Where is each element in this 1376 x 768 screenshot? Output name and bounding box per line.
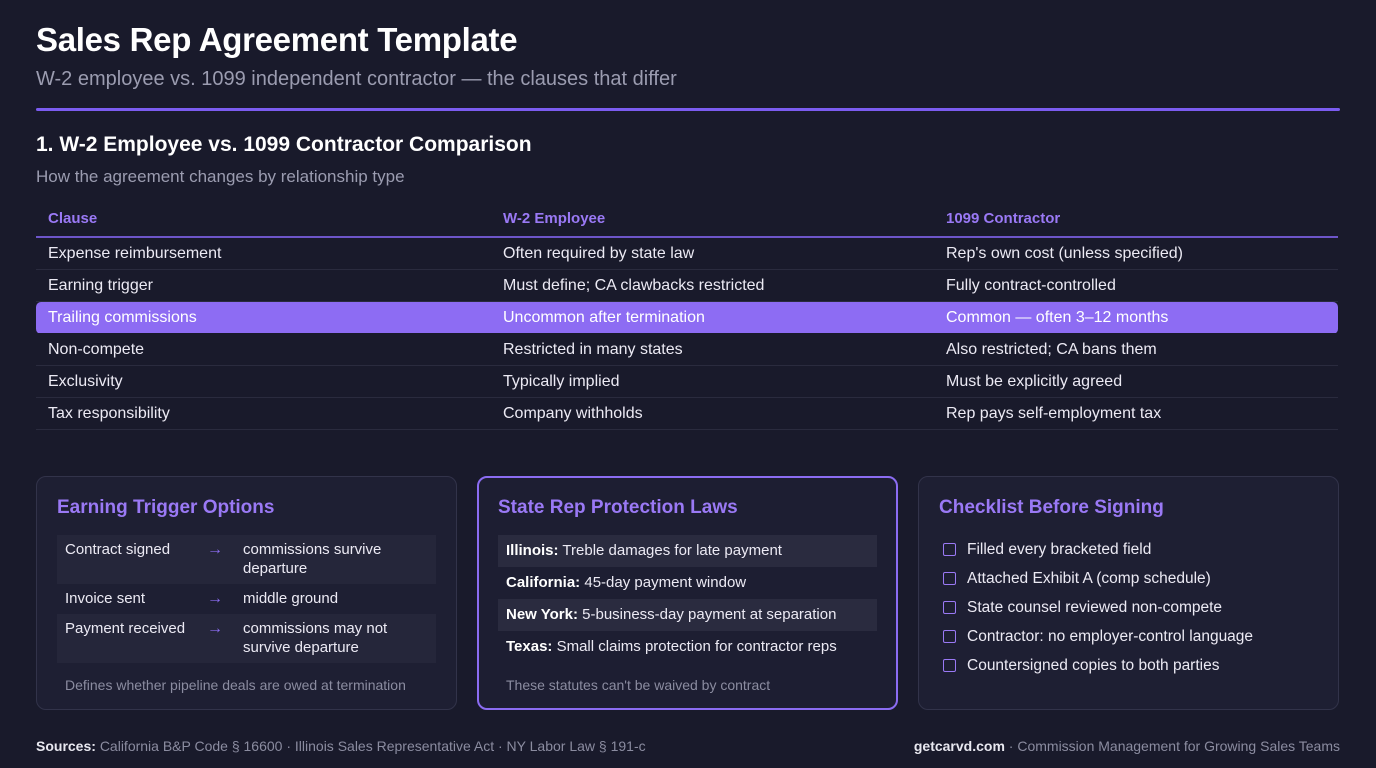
cell-w2: Company withholds (491, 397, 934, 430)
arrow-right-icon: → (207, 541, 223, 558)
table-header: Clause W-2 Employee 1099 Contractor (36, 210, 1338, 238)
law-state: Texas: (506, 638, 553, 655)
checkbox-icon[interactable] (943, 630, 956, 643)
checklist-item[interactable]: Contractor: no employer-control language (939, 622, 1318, 651)
law-state: California: (506, 574, 581, 591)
arrow-right-icon: → (207, 590, 223, 607)
cell-1099: Must be explicitly agreed (934, 365, 1338, 398)
law-state: New York: (506, 606, 578, 623)
footer-brand-block: getcarvd.com · Commission Management for… (914, 736, 1340, 756)
trigger-row: Payment received → commissions may not s… (57, 614, 436, 663)
cell-1099: Also restricted; CA bans them (934, 333, 1338, 366)
checkbox-icon[interactable] (943, 543, 956, 556)
page-subtitle: W-2 employee vs. 1099 independent contra… (36, 68, 677, 90)
card-note: Defines whether pipeline deals are owed … (65, 677, 406, 693)
law-detail: Small claims protection for contractor r… (556, 638, 837, 655)
checkbox-icon[interactable] (943, 572, 956, 585)
checklist-label: Countersigned copies to both parties (967, 657, 1220, 674)
footer-tagline: · Commission Management for Growing Sale… (1008, 738, 1340, 754)
column-header-clause: Clause (36, 210, 491, 238)
table-body: Expense reimbursement Often required by … (36, 237, 1338, 430)
card-state-rep-protection-laws: State Rep Protection Laws Illinois: Treb… (477, 476, 898, 710)
table-row: Tax responsibility Company withholds Rep… (36, 397, 1338, 430)
card-earning-trigger-options: Earning Trigger Options Contract signed … (36, 476, 457, 710)
card-note: These statutes can't be waived by contra… (506, 677, 771, 693)
checklist-label: State counsel reviewed non-compete (967, 599, 1223, 616)
law-row: Illinois: Treble damages for late paymen… (498, 535, 877, 567)
checklist-item[interactable]: Countersigned copies to both parties (939, 651, 1318, 680)
checklist-label: Contractor: no employer-control language (967, 628, 1254, 645)
page-footer: Sources: California B&P Code § 16600 · I… (36, 736, 1340, 756)
cell-1099: Fully contract-controlled (934, 269, 1338, 302)
trigger-left: Contract signed (65, 541, 171, 558)
law-row: California: 45-day payment window (498, 567, 877, 599)
table-row: Expense reimbursement Often required by … (36, 237, 1338, 270)
trigger-left: Invoice sent (65, 590, 146, 607)
cell-clause: Exclusivity (36, 365, 491, 398)
trigger-right: middle ground (243, 590, 339, 607)
trigger-row: Invoice sent → middle ground (57, 584, 436, 614)
cell-clause: Trailing commissions (36, 301, 491, 334)
cell-w2: Often required by state law (491, 237, 934, 270)
law-row: New York: 5-business-day payment at sepa… (498, 599, 877, 631)
card-title: Earning Trigger Options (57, 497, 275, 518)
section-subtitle: How the agreement changes by relationshi… (36, 167, 405, 186)
arrow-right-icon: → (207, 620, 223, 637)
table-header-row: Clause W-2 Employee 1099 Contractor (36, 210, 1338, 238)
footer-brand[interactable]: getcarvd.com (913, 738, 1005, 754)
table-row: Earning trigger Must define; CA clawback… (36, 269, 1338, 302)
cell-clause: Expense reimbursement (36, 237, 491, 270)
cell-w2: Typically implied (491, 365, 934, 398)
cell-1099: Common — often 3–12 months (934, 301, 1338, 334)
law-detail: 45-day payment window (584, 574, 747, 591)
cell-clause: Non-compete (36, 333, 491, 366)
column-header-w2-employee: W-2 Employee (491, 210, 934, 238)
section-title: 1. W-2 Employee vs. 1099 Contractor Comp… (36, 133, 532, 156)
law-row: Texas: Small claims protection for contr… (498, 631, 877, 663)
checklist-label: Filled every bracketed field (967, 541, 1152, 558)
cell-1099: Rep pays self-employment tax (934, 397, 1338, 430)
header-accent-rule (36, 108, 1340, 111)
footer-sources-text: California B&P Code § 16600 · Illinois S… (99, 738, 646, 754)
checkbox-icon[interactable] (943, 659, 956, 672)
trigger-row: Contract signed → commissions survive de… (57, 535, 436, 584)
table-row: Non-compete Restricted in many states Al… (36, 333, 1338, 366)
checklist-item[interactable]: State counsel reviewed non-compete (939, 593, 1318, 622)
cards-row: Earning Trigger Options Contract signed … (36, 476, 1340, 710)
checklist-label: Attached Exhibit A (comp schedule) (967, 570, 1211, 587)
trigger-right: commissions may not survive departure (243, 620, 388, 656)
cell-clause: Tax responsibility (36, 397, 491, 430)
cell-w2: Uncommon after termination (491, 301, 934, 334)
page-header: Sales Rep Agreement Template W-2 employe… (36, 0, 1340, 111)
card-title: Checklist Before Signing (939, 497, 1164, 518)
card-checklist-before-signing: Checklist Before Signing Filled every br… (918, 476, 1339, 710)
card-title: State Rep Protection Laws (498, 497, 738, 518)
cell-clause: Earning trigger (36, 269, 491, 302)
checklist-item[interactable]: Filled every bracketed field (939, 535, 1318, 564)
law-state: Illinois: (506, 542, 559, 559)
page-title: Sales Rep Agreement Template (36, 21, 518, 58)
cell-w2: Must define; CA clawbacks restricted (491, 269, 934, 302)
cell-1099: Rep's own cost (unless specified) (934, 237, 1338, 270)
cell-w2: Restricted in many states (491, 333, 934, 366)
law-detail: 5-business-day payment at separation (582, 606, 837, 623)
table-row: Exclusivity Typically implied Must be ex… (36, 365, 1338, 398)
comparison-section: 1. W-2 Employee vs. 1099 Contractor Comp… (36, 131, 1340, 430)
trigger-right: commissions survive departure (243, 541, 382, 577)
checkbox-icon[interactable] (943, 601, 956, 614)
checklist-item[interactable]: Attached Exhibit A (comp schedule) (939, 564, 1318, 593)
comparison-table: Clause W-2 Employee 1099 Contractor Expe… (36, 210, 1338, 430)
column-header-1099-contractor: 1099 Contractor (934, 210, 1338, 238)
footer-sources-label: Sources: (36, 738, 96, 754)
footer-sources: Sources: California B&P Code § 16600 · I… (36, 736, 646, 756)
law-detail: Treble damages for late payment (562, 542, 782, 559)
trigger-left: Payment received (65, 620, 186, 637)
table-row-highlighted: Trailing commissions Uncommon after term… (36, 301, 1338, 334)
